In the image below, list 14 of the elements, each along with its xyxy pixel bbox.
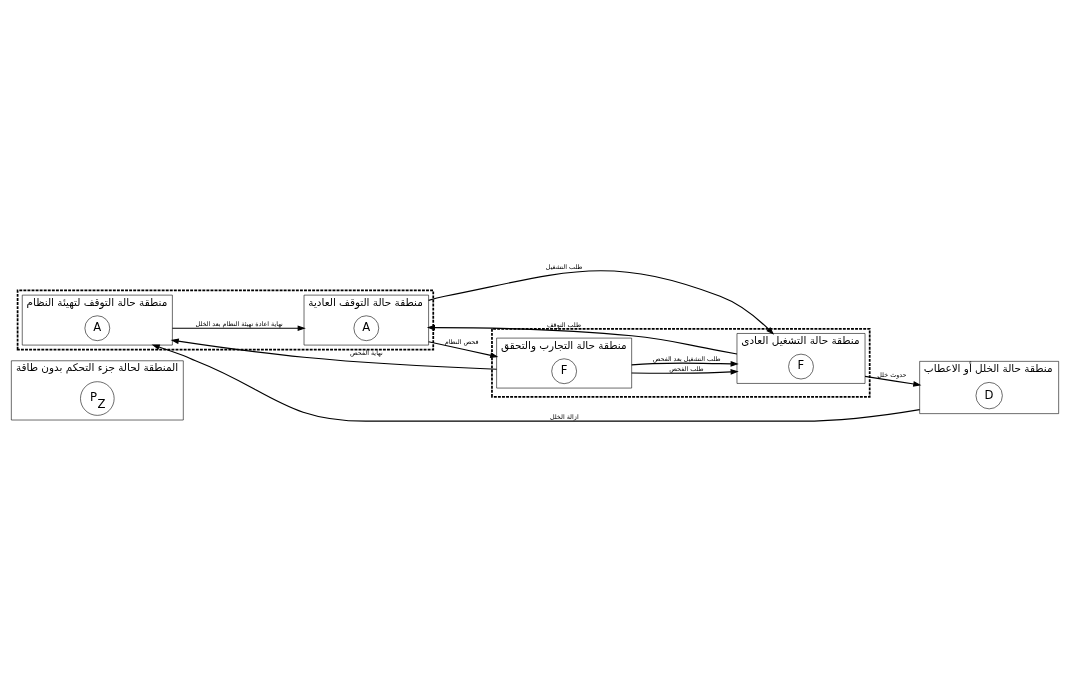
arrow (428, 270, 775, 335)
arrow (171, 325, 306, 332)
arrow (151, 344, 921, 422)
node-circle: D (975, 382, 1003, 410)
node-circle: A (84, 315, 111, 341)
arrow (631, 369, 739, 375)
arrow (631, 361, 739, 367)
node-circle: A (353, 315, 380, 341)
node-circle: F (551, 358, 577, 384)
node-circle: F (788, 353, 814, 380)
arrow (426, 324, 738, 355)
arrow (864, 375, 922, 387)
arrow (428, 341, 499, 358)
arrow (170, 338, 498, 370)
